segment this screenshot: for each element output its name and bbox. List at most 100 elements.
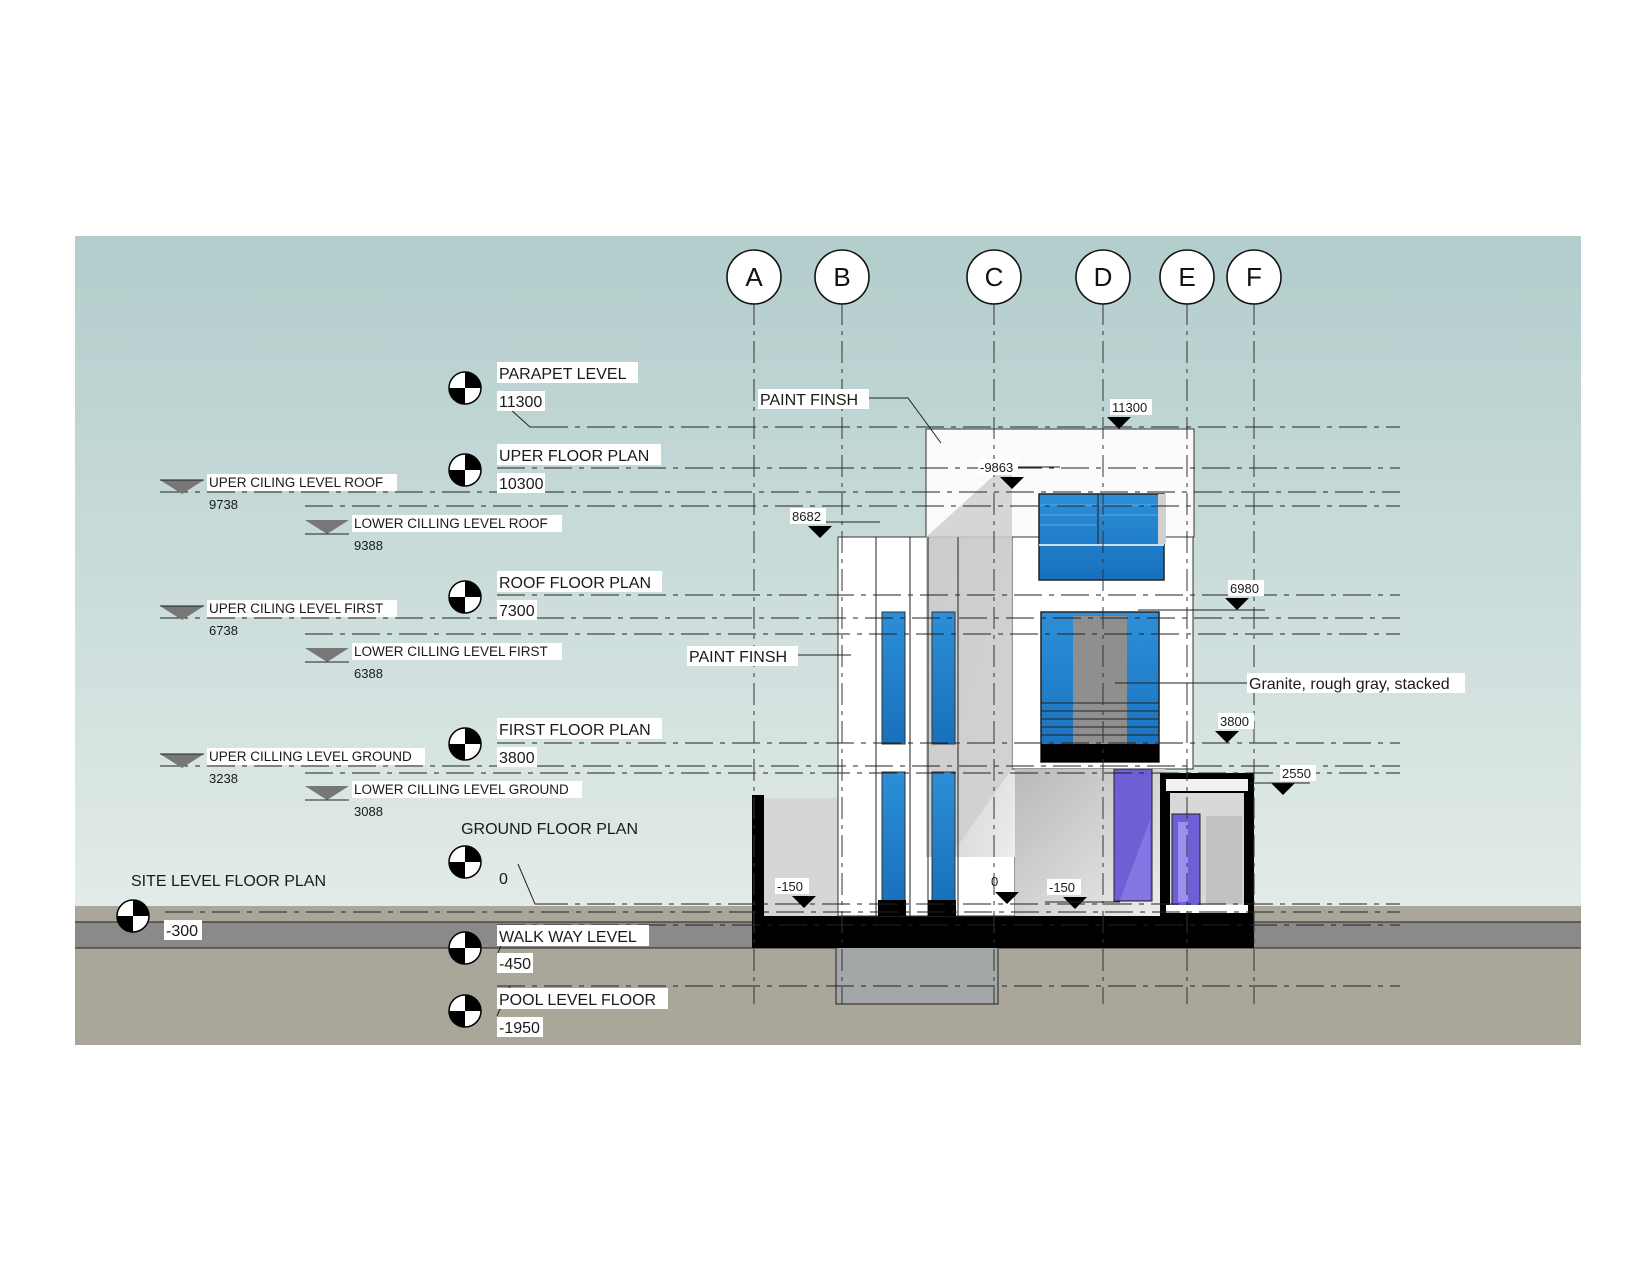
level-head-site: SITE LEVEL FLOOR PLAN -300 (116, 873, 326, 940)
column-base-1 (878, 900, 906, 916)
ceiling-value-lower-roof: 9388 (354, 538, 383, 553)
svg-text:-150: -150 (1049, 880, 1075, 895)
right-annex-base (1166, 905, 1248, 913)
spot-elev-minus150-left: -150 (775, 878, 816, 908)
spot-elev-zero: 0 (991, 874, 1019, 904)
level-head-walkway: WALK WAY LEVEL -450 (448, 924, 649, 973)
level-head-uper-floor: UPER FLOOR PLAN 10300 (448, 444, 661, 493)
ceiling-name-lower-first: LOWER CILLING LEVEL FIRST (354, 644, 548, 659)
ceiling-value-uper-first: 6738 (209, 623, 238, 638)
svg-text:0: 0 (991, 874, 998, 889)
door-reflection (1120, 820, 1150, 900)
grid-letter-b: B (833, 262, 850, 292)
spot-elev-11300: 11300 (1107, 399, 1152, 429)
ceiling-name-uper-roof: UPER CILING LEVEL ROOF (209, 475, 383, 490)
level-value-roof-floor: 7300 (499, 603, 535, 620)
svg-text:-150: -150 (777, 879, 803, 894)
grid-letter-a: A (745, 262, 763, 292)
level-name-roof-floor: ROOF FLOOR PLAN (499, 575, 651, 592)
spot-elev-3800: 3800 (1215, 713, 1254, 743)
grid-letter-d: D (1094, 262, 1113, 292)
level-head-roof-floor: ROOF FLOOR PLAN 7300 (448, 571, 662, 620)
balcony-rail (1041, 702, 1159, 736)
level-lines (160, 426, 1400, 987)
level-value-first-floor: 3800 (499, 750, 535, 767)
grid-bubble-e: E (1159, 249, 1215, 305)
annotation-paint-top: PAINT FINSH (758, 389, 942, 444)
ceiling-value-lower-ground: 3088 (354, 804, 383, 819)
left-retaining-wall (752, 795, 764, 925)
balcony-slab (1041, 744, 1159, 762)
upper-shadow (926, 459, 1012, 857)
right-annex-top (1166, 779, 1248, 791)
level-head-first-floor: FIRST FLOOR PLAN 3800 (448, 718, 662, 767)
right-annex-door-light (1178, 822, 1188, 902)
grid-bubble-d: D (1075, 249, 1131, 305)
grid-bubble-f: F (1226, 249, 1282, 305)
glass-strip-4 (931, 771, 956, 905)
ceiling-lower-roof: LOWER CILLING LEVEL ROOF 9388 (305, 515, 562, 553)
spot-elev-8682: 8682 (790, 508, 880, 538)
level-value-walkway: -450 (499, 956, 531, 973)
glass-strip-2 (931, 611, 956, 745)
material-annotations: PAINT FINSH PAINT FINSH Granite, rough g… (687, 389, 1465, 693)
column-base-2 (928, 900, 956, 916)
grid-bubble-b: B (814, 249, 870, 305)
level-name-first-floor: FIRST FLOOR PLAN (499, 722, 651, 739)
svg-text:11300: 11300 (1112, 400, 1147, 415)
upper-window-sill (1158, 494, 1166, 544)
ceiling-markers: UPER CILING LEVEL ROOF 9738 LOWER CILLIN… (160, 474, 582, 819)
annotation-paint-side-text: PAINT FINSH (689, 649, 787, 666)
grid-bubble-a: A (726, 249, 782, 305)
middle-window-panel (1073, 616, 1127, 746)
level-value-site: -300 (166, 923, 198, 940)
base-slab (752, 916, 1254, 948)
level-head-pool: POOL LEVEL FLOOR -1950 (448, 985, 668, 1037)
level-head-parapet: PARAPET LEVEL 11300 (448, 362, 638, 428)
svg-text:8682: 8682 (792, 509, 821, 524)
annotation-granite: Granite, rough gray, stacked (1115, 673, 1465, 693)
grid-letter-e: E (1178, 262, 1195, 292)
level-name-uper-floor: UPER FLOOR PLAN (499, 448, 649, 465)
svg-text:-9863: -9863 (980, 460, 1013, 475)
upper-window (1038, 493, 1165, 581)
level-name-parapet: PARAPET LEVEL (499, 366, 627, 383)
annotation-granite-text: Granite, rough gray, stacked (1249, 676, 1450, 693)
ceiling-value-lower-first: 6388 (354, 666, 383, 681)
ceiling-name-uper-first: UPER CILING LEVEL FIRST (209, 601, 383, 616)
level-name-site: SITE LEVEL FLOOR PLAN (131, 873, 326, 890)
level-value-ground-floor: 0 (499, 871, 508, 888)
glass-strip-1 (881, 611, 906, 745)
right-annex-panel (1206, 816, 1242, 904)
spot-elev-minus150-right: -150 (1045, 879, 1120, 909)
ceiling-value-uper-ground: 3238 (209, 771, 238, 786)
ceiling-uper-first: UPER CILING LEVEL FIRST 6738 (160, 600, 397, 638)
spot-elev-2550: 2550 (1250, 765, 1316, 795)
level-value-pool: -1950 (499, 1020, 540, 1037)
grid-letter-f: F (1246, 262, 1262, 292)
annotation-paint-side: PAINT FINSH (687, 646, 851, 666)
level-name-pool: POOL LEVEL FLOOR (499, 992, 656, 1009)
annotation-paint-top-text: PAINT FINSH (760, 392, 858, 409)
svg-text:6980: 6980 (1230, 581, 1259, 596)
svg-text:2550: 2550 (1282, 766, 1311, 781)
grid-letter-c: C (985, 262, 1004, 292)
grid-bubble-c: C (966, 249, 1022, 305)
spot-elevations: 11300 -9863 8682 6980 3800 (775, 399, 1316, 909)
level-head-ground-floor: GROUND FLOOR PLAN 0 (448, 821, 638, 905)
ceiling-value-uper-roof: 9738 (209, 497, 238, 512)
ceiling-uper-roof: UPER CILING LEVEL ROOF 9738 (160, 474, 397, 512)
ceiling-lower-ground: LOWER CILLING LEVEL GROUND 3088 (305, 781, 582, 819)
level-value-parapet: 11300 (499, 394, 542, 411)
ceiling-name-lower-roof: LOWER CILLING LEVEL ROOF (354, 516, 548, 531)
ceiling-name-uper-ground: UPER CILLING LEVEL GROUND (209, 749, 412, 764)
ceiling-name-lower-ground: LOWER CILLING LEVEL GROUND (354, 782, 569, 797)
building-elevation (752, 428, 1254, 1005)
level-value-uper-floor: 10300 (499, 476, 544, 493)
spot-elev-9863: -9863 (978, 459, 1060, 489)
ceiling-lower-first: LOWER CILLING LEVEL FIRST 6388 (305, 643, 562, 681)
spot-elev-6980: 6980 (1138, 580, 1265, 611)
ceiling-uper-ground: UPER CILLING LEVEL GROUND 3238 (160, 748, 425, 786)
glass-strip-3 (881, 771, 906, 905)
